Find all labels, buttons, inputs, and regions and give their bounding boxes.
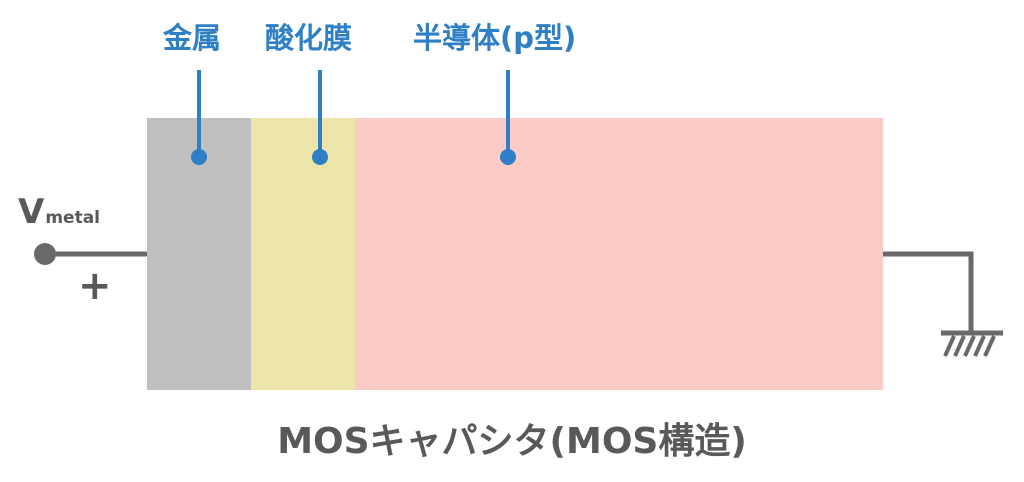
- voltage-symbol: V: [18, 192, 45, 232]
- ground-icon: [941, 330, 1003, 357]
- polarity-sign: +: [78, 263, 112, 309]
- semiconductor-layer: [355, 118, 883, 390]
- oxide-label: 酸化膜: [265, 21, 353, 55]
- oxide-pointer-dot: [312, 149, 328, 165]
- oxide-layer: [251, 118, 355, 390]
- diagram-caption: MOSキャパシタ(MOS構造): [277, 421, 747, 462]
- semiconductor-label: 半導体(p型): [413, 21, 577, 55]
- metal-label: 金属: [163, 21, 222, 55]
- voltage-subscript: metal: [45, 208, 100, 228]
- voltage-label: Vmetal: [18, 192, 100, 232]
- right-wire: [883, 251, 974, 331]
- semiconductor-pointer-dot: [500, 149, 516, 165]
- metal-pointer-dot: [191, 149, 207, 165]
